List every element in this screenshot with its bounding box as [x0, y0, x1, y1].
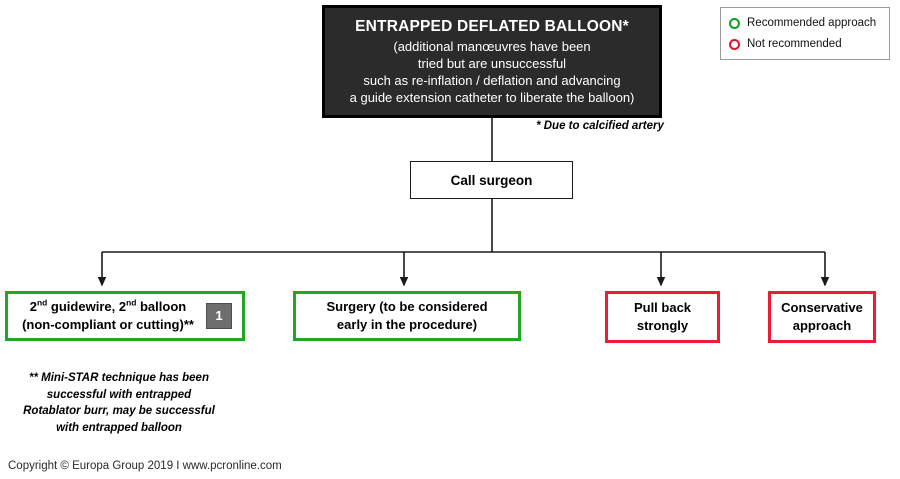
option-second-guidewire-box: 2nd guidewire, 2nd balloon (non-complian… [5, 291, 245, 341]
legend-item-not-recommended-label: Not recommended [747, 37, 842, 50]
ordinal-superscript: nd [37, 298, 48, 309]
legend-item-not-recommended: Not recommended [729, 34, 881, 55]
option-conservative-approach-box: Conservative approach [768, 291, 876, 343]
legend-item-recommended: Recommended approach [729, 13, 881, 34]
legend-item-recommended-label: Recommended approach [747, 16, 877, 29]
option-pull-back-strongly-line-2: strongly [636, 318, 689, 333]
entrapped-balloon-line-2: tried but are unsuccessful [417, 56, 567, 72]
call-surgeon-box: Call surgeon [410, 161, 573, 199]
step-badge: 1 [206, 303, 232, 329]
footnote-calcified-artery: * Due to calcified artery [536, 120, 664, 132]
footnote-ministar-line-1: ** Mini-STAR technique has been [29, 372, 209, 384]
footnote-ministar: ** Mini-STAR technique has been successf… [14, 370, 224, 437]
option-pull-back-strongly-box: Pull back strongly [605, 291, 720, 343]
option-conservative-approach-line-2: approach [792, 318, 852, 333]
option-pull-back-strongly-text: Pull back strongly [634, 299, 691, 334]
copyright-notice: Copyright © Europa Group 2019 I www.pcro… [8, 460, 282, 472]
entrapped-balloon-line-3: such as re-inflation / deflation and adv… [363, 73, 621, 89]
option-second-guidewire-text: 2nd guidewire, 2nd balloon (non-complian… [22, 298, 228, 333]
option-conservative-approach-line-1: Conservative [781, 300, 863, 316]
entrapped-balloon-line-4: a guide extension catheter to liberate t… [349, 90, 635, 106]
footnote-ministar-line-4: with entrapped balloon [56, 422, 182, 435]
entrapped-balloon-title: ENTRAPPED DEFLATED BALLOON* [355, 17, 629, 35]
circle-outline-icon [729, 18, 740, 29]
legend: Recommended approach Not recommended [720, 7, 890, 60]
entrapped-balloon-box: ENTRAPPED DEFLATED BALLOON* (additional … [322, 5, 662, 118]
option-surgery-line-1: Surgery (to be considered [326, 299, 488, 315]
ordinal-superscript: nd [126, 298, 137, 309]
option-second-guidewire-line-2: (non-compliant or cutting)** [22, 317, 194, 332]
option-pull-back-strongly-line-1: Pull back [633, 300, 692, 316]
circle-outline-icon [729, 39, 740, 50]
option-surgery-box: Surgery (to be considered early in the p… [293, 291, 521, 341]
footnote-ministar-line-2: successful with entrapped [46, 388, 192, 401]
footnote-ministar-line-3: Rotablator burr, may be successful [23, 405, 215, 418]
option-surgery-text: Surgery (to be considered early in the p… [326, 298, 487, 333]
option-conservative-approach-text: Conservative approach [781, 299, 863, 334]
option-surgery-line-2: early in the procedure) [336, 317, 478, 332]
call-surgeon-label: Call surgeon [450, 172, 533, 188]
entrapped-balloon-line-1: (additional manœuvres have been [393, 38, 591, 54]
option-second-guidewire-line-1: 2nd guidewire, 2nd balloon [29, 298, 187, 315]
